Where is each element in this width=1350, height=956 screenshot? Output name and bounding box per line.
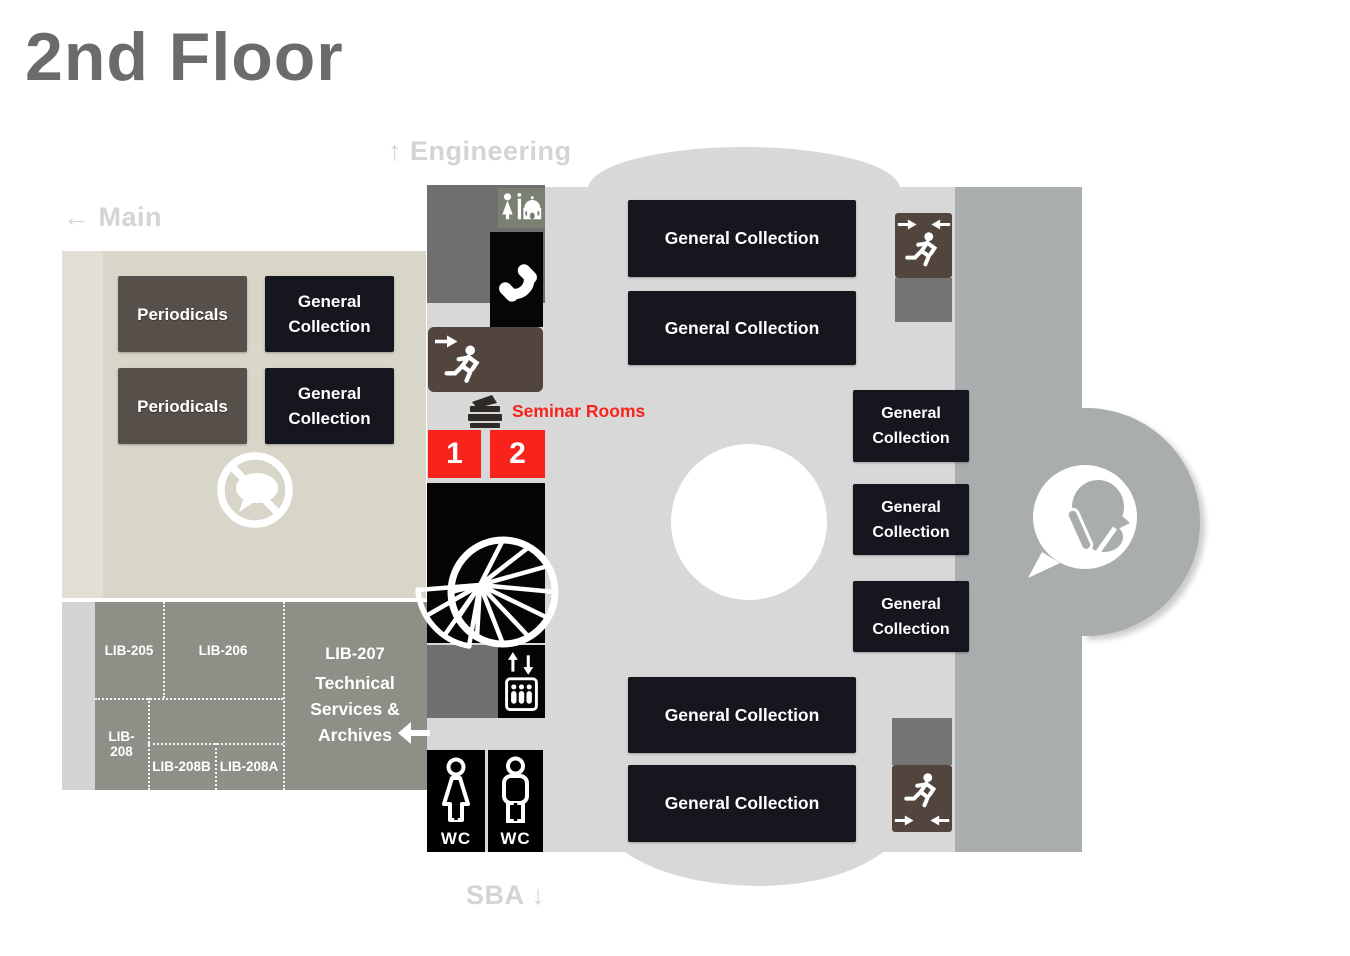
arrow-left-icon (398, 722, 430, 744)
room-label: LIB-208B (152, 759, 211, 774)
down-arrow-icon: ↓ (531, 880, 546, 910)
no-talking-icon (217, 452, 293, 528)
running-exit-icon (903, 230, 945, 270)
lib-rooms-corridor (62, 602, 95, 790)
general-collection-stack: General Collection (628, 677, 856, 753)
central-floor-arch (588, 147, 900, 189)
seminar-room-1: 1 (428, 430, 481, 478)
general-collection-stack: General Collection (853, 581, 969, 652)
elevator (498, 645, 545, 718)
up-arrow-icon: ↑ (388, 136, 402, 166)
toilet-women: WC (427, 750, 485, 852)
stack-label: General Collection (664, 704, 820, 725)
toilet-women-icon (442, 757, 470, 822)
stack-label: General Collection (872, 595, 950, 638)
room-lib-206: LIB-206 (163, 602, 283, 698)
room-department-label: Technical Services & Archives (310, 672, 400, 745)
page-title: 2nd Floor (25, 19, 344, 95)
exit-arrow-left-icon (930, 815, 950, 826)
room-label: LIB-208 (108, 729, 135, 759)
shelf-label: Periodicals (137, 396, 228, 416)
atrium-opening (671, 444, 827, 600)
telephone-icon (498, 263, 537, 302)
prayer-room (498, 188, 545, 228)
shelf-label: General Collection (288, 292, 371, 336)
room-lib-208b: LIB-208B (148, 743, 215, 790)
general-collection-stack: General Collection (628, 765, 856, 842)
running-exit-icon (442, 344, 488, 386)
room-label: LIB-205 (104, 642, 154, 658)
spiral-staircase-icon (415, 536, 559, 649)
room-label: LIB-207 (325, 644, 385, 663)
emergency-exit (895, 213, 952, 278)
wc-label: WC (500, 829, 531, 848)
room-divider (95, 698, 283, 700)
periodicals-shelf: Periodicals (118, 368, 247, 444)
seminar-room-number: 1 (446, 437, 463, 470)
general-collection-shelf: General Collection (265, 368, 394, 444)
room-lib-207: LIB-207 Technical Services & Archives (283, 602, 427, 790)
running-exit-icon (902, 771, 944, 811)
general-collection-stack: General Collection (853, 390, 969, 462)
toilet-men: WC (488, 750, 543, 852)
room-label: LIB-208A (219, 759, 279, 774)
prayer-room-icon (501, 193, 541, 220)
room-divider (215, 743, 217, 790)
stack-label: General Collection (664, 793, 820, 813)
general-collection-stack: General Collection (628, 200, 856, 277)
service-block (892, 718, 952, 765)
direction-engineering-label: Engineering (410, 136, 572, 166)
stack-label: General Collection (872, 405, 950, 447)
telephone-room (490, 232, 543, 327)
exit-arrow-left-icon (931, 219, 951, 230)
general-collection-stack: General Collection (853, 484, 969, 555)
general-collection-shelf: General Collection (265, 276, 394, 352)
emergency-exit (428, 327, 543, 392)
room-divider (163, 602, 165, 698)
service-block (427, 645, 498, 718)
direction-sba-label: SBA (466, 880, 524, 910)
west-wing-corridor (62, 251, 103, 598)
shelf-label: Periodicals (137, 304, 228, 324)
service-block (895, 278, 952, 322)
room-lib-205: LIB-205 (95, 602, 163, 698)
shelf-label: General Collection (288, 384, 371, 428)
direction-main: ← Main (63, 202, 162, 233)
exit-arrow-right-icon (894, 815, 914, 826)
stack-label: General Collection (664, 317, 820, 338)
copier-icon (468, 395, 502, 428)
toilet-men-icon (502, 756, 529, 823)
exit-arrow-right-icon (897, 219, 917, 230)
room-divider (283, 602, 285, 790)
emergency-exit (892, 765, 952, 832)
seminar-rooms-label: Seminar Rooms (512, 401, 646, 421)
room-lib-208a: LIB-208A (215, 743, 283, 790)
room-lib-208: LIB-208 (95, 698, 148, 790)
wc-label: WC (440, 829, 472, 848)
stack-label: General Collection (872, 498, 950, 541)
room-label: LIB-206 (198, 642, 248, 658)
stack-label: General Collection (664, 228, 820, 248)
direction-sba: SBA ↓ (466, 880, 546, 911)
left-arrow-icon: ← (63, 202, 91, 232)
periodicals-shelf: Periodicals (118, 276, 247, 352)
direction-engineering: ↑ Engineering (388, 136, 572, 167)
direction-main-label: Main (98, 202, 163, 232)
elevator-icon (505, 651, 538, 711)
seminar-room-number: 2 (509, 437, 526, 470)
spiral-staircase (427, 483, 545, 643)
quiet-shh-icon (1028, 465, 1137, 578)
lib-rooms-section: LIB-205 LIB-206 LIB-207 Technical Servic… (95, 602, 427, 790)
general-collection-stack: General Collection (628, 291, 856, 365)
seminar-room-2: 2 (490, 430, 545, 478)
